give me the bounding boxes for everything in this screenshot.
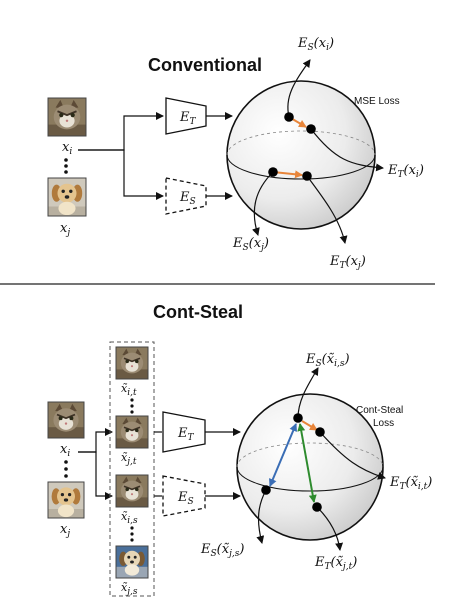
leader-et-xit — [319, 431, 386, 480]
svg-text:xi: xi — [60, 442, 70, 459]
embedding-sphere-top — [226, 80, 376, 230]
mse-arrow-j — [272, 170, 303, 179]
svg-text:x̃i,s: x̃i,s — [121, 510, 138, 526]
point-et-xj — [302, 171, 312, 181]
aug-dots-s — [130, 526, 134, 542]
label-et-xit: ET(x̃i,t) — [389, 475, 432, 492]
augmentation-box — [109, 341, 155, 597]
aug-dots-t — [130, 398, 134, 414]
negative-pair-arrow-student — [269, 423, 297, 487]
leader-es-xi — [287, 59, 311, 118]
point-es-xj — [268, 167, 278, 177]
svg-text:ET(xi): ET(xi) — [387, 163, 424, 180]
mse-loss-label: MSE Loss — [354, 96, 400, 107]
svg-text:ET(xj): ET(xj) — [329, 254, 366, 271]
svg-text:ES(xj): ES(xj) — [232, 236, 269, 253]
cont-steal-loss-label-2: Loss — [373, 418, 394, 429]
input-image-dog-bottom — [47, 481, 85, 519]
label-es-xjs: ES(x̃j,s) — [200, 542, 244, 559]
aug-label-js: x̃j,s — [121, 581, 138, 597]
cont-steal-loss-label-1: Cont-Steal — [356, 405, 403, 416]
point-es-xi — [284, 112, 294, 122]
point-es-xis — [293, 413, 303, 423]
svg-text:ES(x̃i,s): ES(x̃i,s) — [305, 352, 350, 369]
svg-text:ET(x̃i,t): ET(x̃i,t) — [389, 475, 432, 492]
svg-text:xj: xj — [60, 522, 70, 539]
svg-text:ES(xi): ES(xi) — [297, 36, 334, 53]
student-encoder-top: ES — [165, 177, 207, 215]
connector-to-teacher-top — [78, 112, 164, 151]
point-es-xjs — [261, 485, 271, 495]
aug-image-it — [115, 346, 149, 380]
teacher-encoder-top: ET — [165, 97, 207, 135]
conventional-title: Conventional — [148, 55, 262, 75]
input-label-xj-bottom: xj — [60, 522, 70, 539]
label-et-xi: ET(xi) — [387, 163, 424, 180]
label-es-xj: ES(xj) — [232, 236, 269, 253]
aug-label-is: x̃i,s — [121, 510, 138, 526]
point-et-xi — [306, 124, 316, 134]
svg-text:x̃j,s: x̃j,s — [121, 581, 138, 597]
leader-es-xj — [252, 171, 274, 236]
point-et-xjt — [312, 502, 322, 512]
input-image-cat-bottom — [47, 401, 85, 439]
aug-image-is — [115, 474, 149, 508]
label-es-xis: ES(x̃i,s) — [305, 352, 350, 369]
ellipsis-dots-top — [64, 158, 68, 174]
cont-steal-title: Cont-Steal — [153, 302, 243, 322]
negative-pair-arrow-teacher — [297, 423, 317, 503]
aug-label-jt: x̃j,t — [121, 451, 137, 467]
input-label-xj-top: xj — [60, 221, 70, 238]
input-label-xi-bottom: xi — [60, 442, 70, 459]
svg-text:x̃j,t: x̃j,t — [121, 451, 137, 467]
leader-et-xi — [310, 128, 384, 172]
label-es-xi: ES(xi) — [297, 36, 334, 53]
label-et-xj: ET(xj) — [329, 254, 366, 271]
svg-text:ET(x̃j,t): ET(x̃j,t) — [314, 555, 357, 572]
svg-text:xi: xi — [62, 140, 72, 157]
leader-et-xj — [306, 175, 348, 244]
connector-to-student-top — [78, 149, 164, 200]
teacher-encoder-bottom: ET — [162, 411, 206, 453]
svg-text:ES(x̃j,s): ES(x̃j,s) — [200, 542, 244, 559]
ellipsis-dots-bottom — [64, 460, 68, 478]
svg-text:xj: xj — [60, 221, 70, 238]
label-et-xjt: ET(x̃j,t) — [314, 555, 357, 572]
aug-image-jt — [115, 415, 149, 449]
input-image-dog-top — [47, 177, 87, 217]
svg-text:x̃i,t: x̃i,t — [121, 382, 137, 398]
point-et-xit — [315, 427, 325, 437]
aug-label-it: x̃i,t — [121, 382, 137, 398]
input-image-cat-top — [47, 97, 87, 137]
student-encoder-bottom: ES — [162, 475, 206, 517]
input-label-xi-top: xi — [62, 140, 72, 157]
aug-image-js — [115, 545, 149, 579]
connector-to-student-aug — [78, 451, 113, 500]
